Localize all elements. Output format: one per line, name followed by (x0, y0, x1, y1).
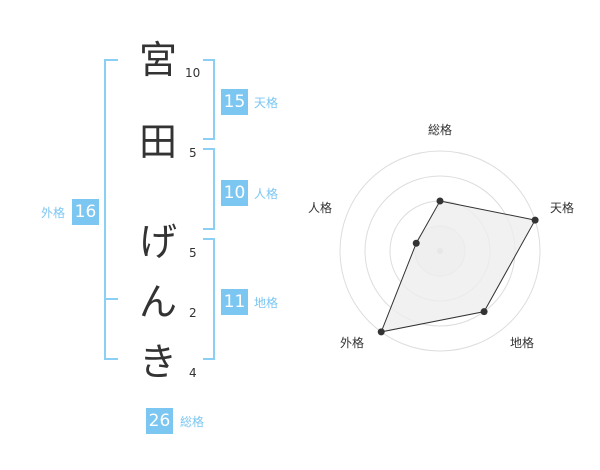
tenkaku-bracket-top (203, 59, 215, 61)
gaikaku-bracket-bottom (104, 358, 118, 360)
radar-point-2 (531, 216, 539, 224)
stroke-count-2: 5 (189, 146, 197, 160)
gaikaku-bracket-top (104, 59, 118, 61)
radar-label-gaikaku: 外格 (340, 336, 365, 350)
radar-area (380, 200, 536, 333)
name-char-4: ん (138, 280, 177, 324)
name-char-1: 宮 (138, 38, 177, 82)
gaikaku-bracket-mid (104, 298, 118, 300)
stroke-count-4: 2 (189, 306, 197, 320)
jinkaku-bracket-bottom (203, 228, 215, 230)
chikaku-label: 地格 (254, 296, 279, 310)
name-char-5: き (138, 340, 177, 384)
radar-point-4 (377, 328, 385, 336)
tenkaku-value: 15 (221, 89, 248, 115)
gaikaku-bracket-vertical (104, 59, 106, 360)
radar-label-jinkaku: 人格 (308, 201, 333, 215)
radar-chart (339, 150, 541, 352)
name-char-2: 田 (138, 120, 177, 164)
chikaku-bracket-vertical (213, 238, 215, 360)
stroke-count-3: 5 (189, 246, 197, 260)
radar-point-5 (412, 239, 420, 247)
stroke-count-1: 10 (185, 66, 201, 80)
jinkaku-label: 人格 (254, 187, 279, 201)
jinkaku-bracket-vertical (213, 148, 215, 230)
radar-grid-ring (339, 150, 541, 352)
radar-points (377, 197, 539, 336)
chikaku-bracket-bottom (203, 358, 215, 360)
gaikaku-label: 外格 (41, 206, 66, 220)
soukaku-label: 総格 (180, 415, 205, 429)
chikaku-bracket-top (203, 238, 215, 240)
jinkaku-bracket-top (203, 148, 215, 150)
stroke-count-5: 4 (189, 366, 197, 380)
radar-label-soukaku: 総格 (428, 123, 453, 137)
radar-point-3 (480, 308, 488, 316)
radar-label-chikaku: 地格 (510, 336, 535, 350)
soukaku-value: 26 (146, 408, 173, 434)
tenkaku-bracket-vertical (213, 59, 215, 140)
chikaku-value: 11 (221, 289, 248, 315)
tenkaku-label: 天格 (254, 96, 279, 110)
jinkaku-value: 10 (221, 180, 248, 206)
radar-label-tenkaku: 天格 (550, 201, 575, 215)
radar-point-1 (436, 197, 444, 205)
tenkaku-bracket-bottom (203, 138, 215, 140)
gaikaku-value: 16 (72, 199, 99, 225)
name-char-3: げ (138, 220, 177, 264)
